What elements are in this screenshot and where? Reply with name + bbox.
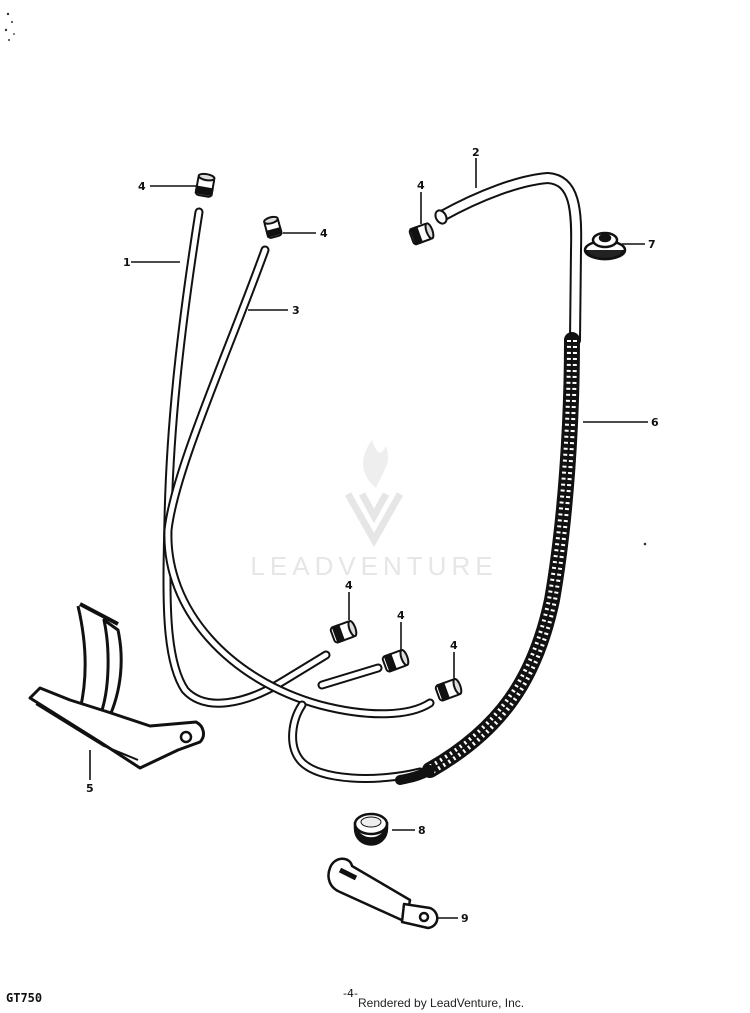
callout-4: 4 (320, 227, 328, 240)
part-9-terminal (327, 857, 439, 930)
part-2-hose (434, 171, 583, 346)
callout-labels: 1 2 3 4 4 4 4 4 4 5 6 7 8 9 (86, 146, 659, 925)
watermark-text: LEADVENTURE (250, 551, 497, 581)
callout-8: 8 (418, 824, 426, 837)
callout-4: 4 (450, 639, 458, 652)
page-number: -4- (343, 987, 358, 1000)
callout-7: 7 (648, 238, 656, 251)
callout-3: 3 (292, 304, 300, 317)
render-credit: Rendered by LeadVenture, Inc. (358, 996, 525, 1010)
scan-specks (4, 12, 647, 546)
callout-5: 5 (86, 782, 94, 795)
callout-4: 4 (417, 179, 425, 192)
flame-logo-icon (344, 440, 404, 548)
callout-4: 4 (138, 180, 146, 193)
part-4-clip (194, 172, 463, 702)
callout-4: 4 (345, 579, 353, 592)
watermark: LEADVENTURE (250, 440, 497, 581)
hose-stub (288, 663, 425, 783)
part-7-grommet (583, 231, 627, 261)
callout-leaders (89, 158, 648, 919)
callout-9: 9 (461, 912, 469, 925)
callout-2: 2 (472, 146, 480, 159)
callout-4: 4 (397, 609, 405, 622)
part-3-hose (163, 245, 435, 719)
part-8-cap (353, 812, 389, 846)
model-code: GT750 (6, 991, 43, 1005)
part-6-protector (395, 332, 580, 785)
part-1-hose (162, 207, 331, 708)
callout-6: 6 (651, 416, 659, 429)
callout-1: 1 (123, 256, 131, 269)
part-5-bracket (28, 602, 205, 770)
